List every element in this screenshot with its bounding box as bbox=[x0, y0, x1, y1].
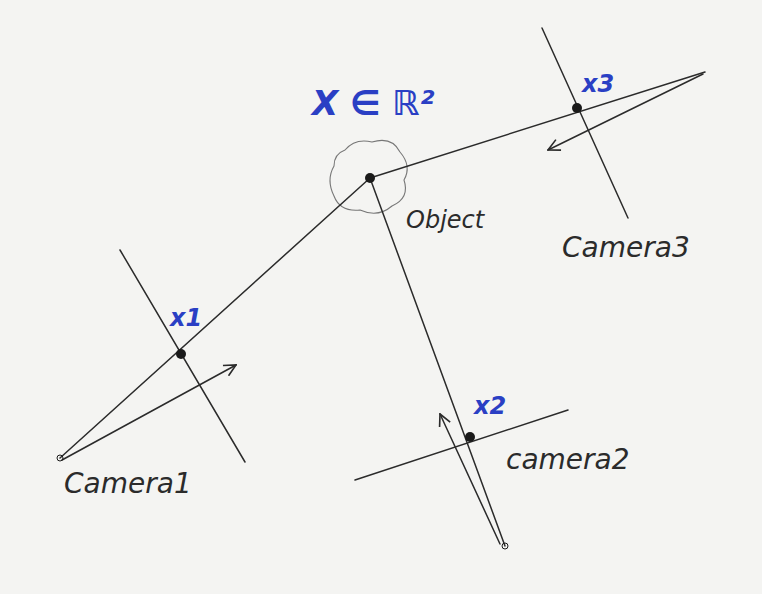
projection-label: x2 bbox=[474, 394, 506, 418]
image-plane-1 bbox=[120, 250, 245, 462]
view-arrow-3 bbox=[548, 74, 703, 150]
camera-label: camera2 bbox=[506, 446, 630, 474]
camera-label: Camera3 bbox=[562, 234, 690, 262]
projection-3 bbox=[572, 103, 582, 113]
camera-center-1 bbox=[57, 455, 63, 461]
ray-2 bbox=[370, 178, 505, 546]
projection-label: x1 bbox=[170, 306, 202, 330]
point-label: X ∈ ℝ² bbox=[312, 86, 435, 120]
camera-center-2 bbox=[502, 543, 508, 549]
object-point bbox=[365, 173, 375, 183]
image-plane-3 bbox=[542, 28, 628, 218]
object-outline bbox=[330, 140, 407, 213]
view-arrow-1 bbox=[62, 365, 236, 460]
camera-label: Camera1 bbox=[64, 470, 192, 498]
projection-label: x3 bbox=[582, 72, 614, 96]
projection-2 bbox=[465, 432, 475, 442]
view-arrow-2 bbox=[440, 414, 500, 544]
object-label: Object bbox=[406, 208, 484, 232]
ray-1 bbox=[60, 178, 370, 458]
projection-1 bbox=[176, 349, 186, 359]
